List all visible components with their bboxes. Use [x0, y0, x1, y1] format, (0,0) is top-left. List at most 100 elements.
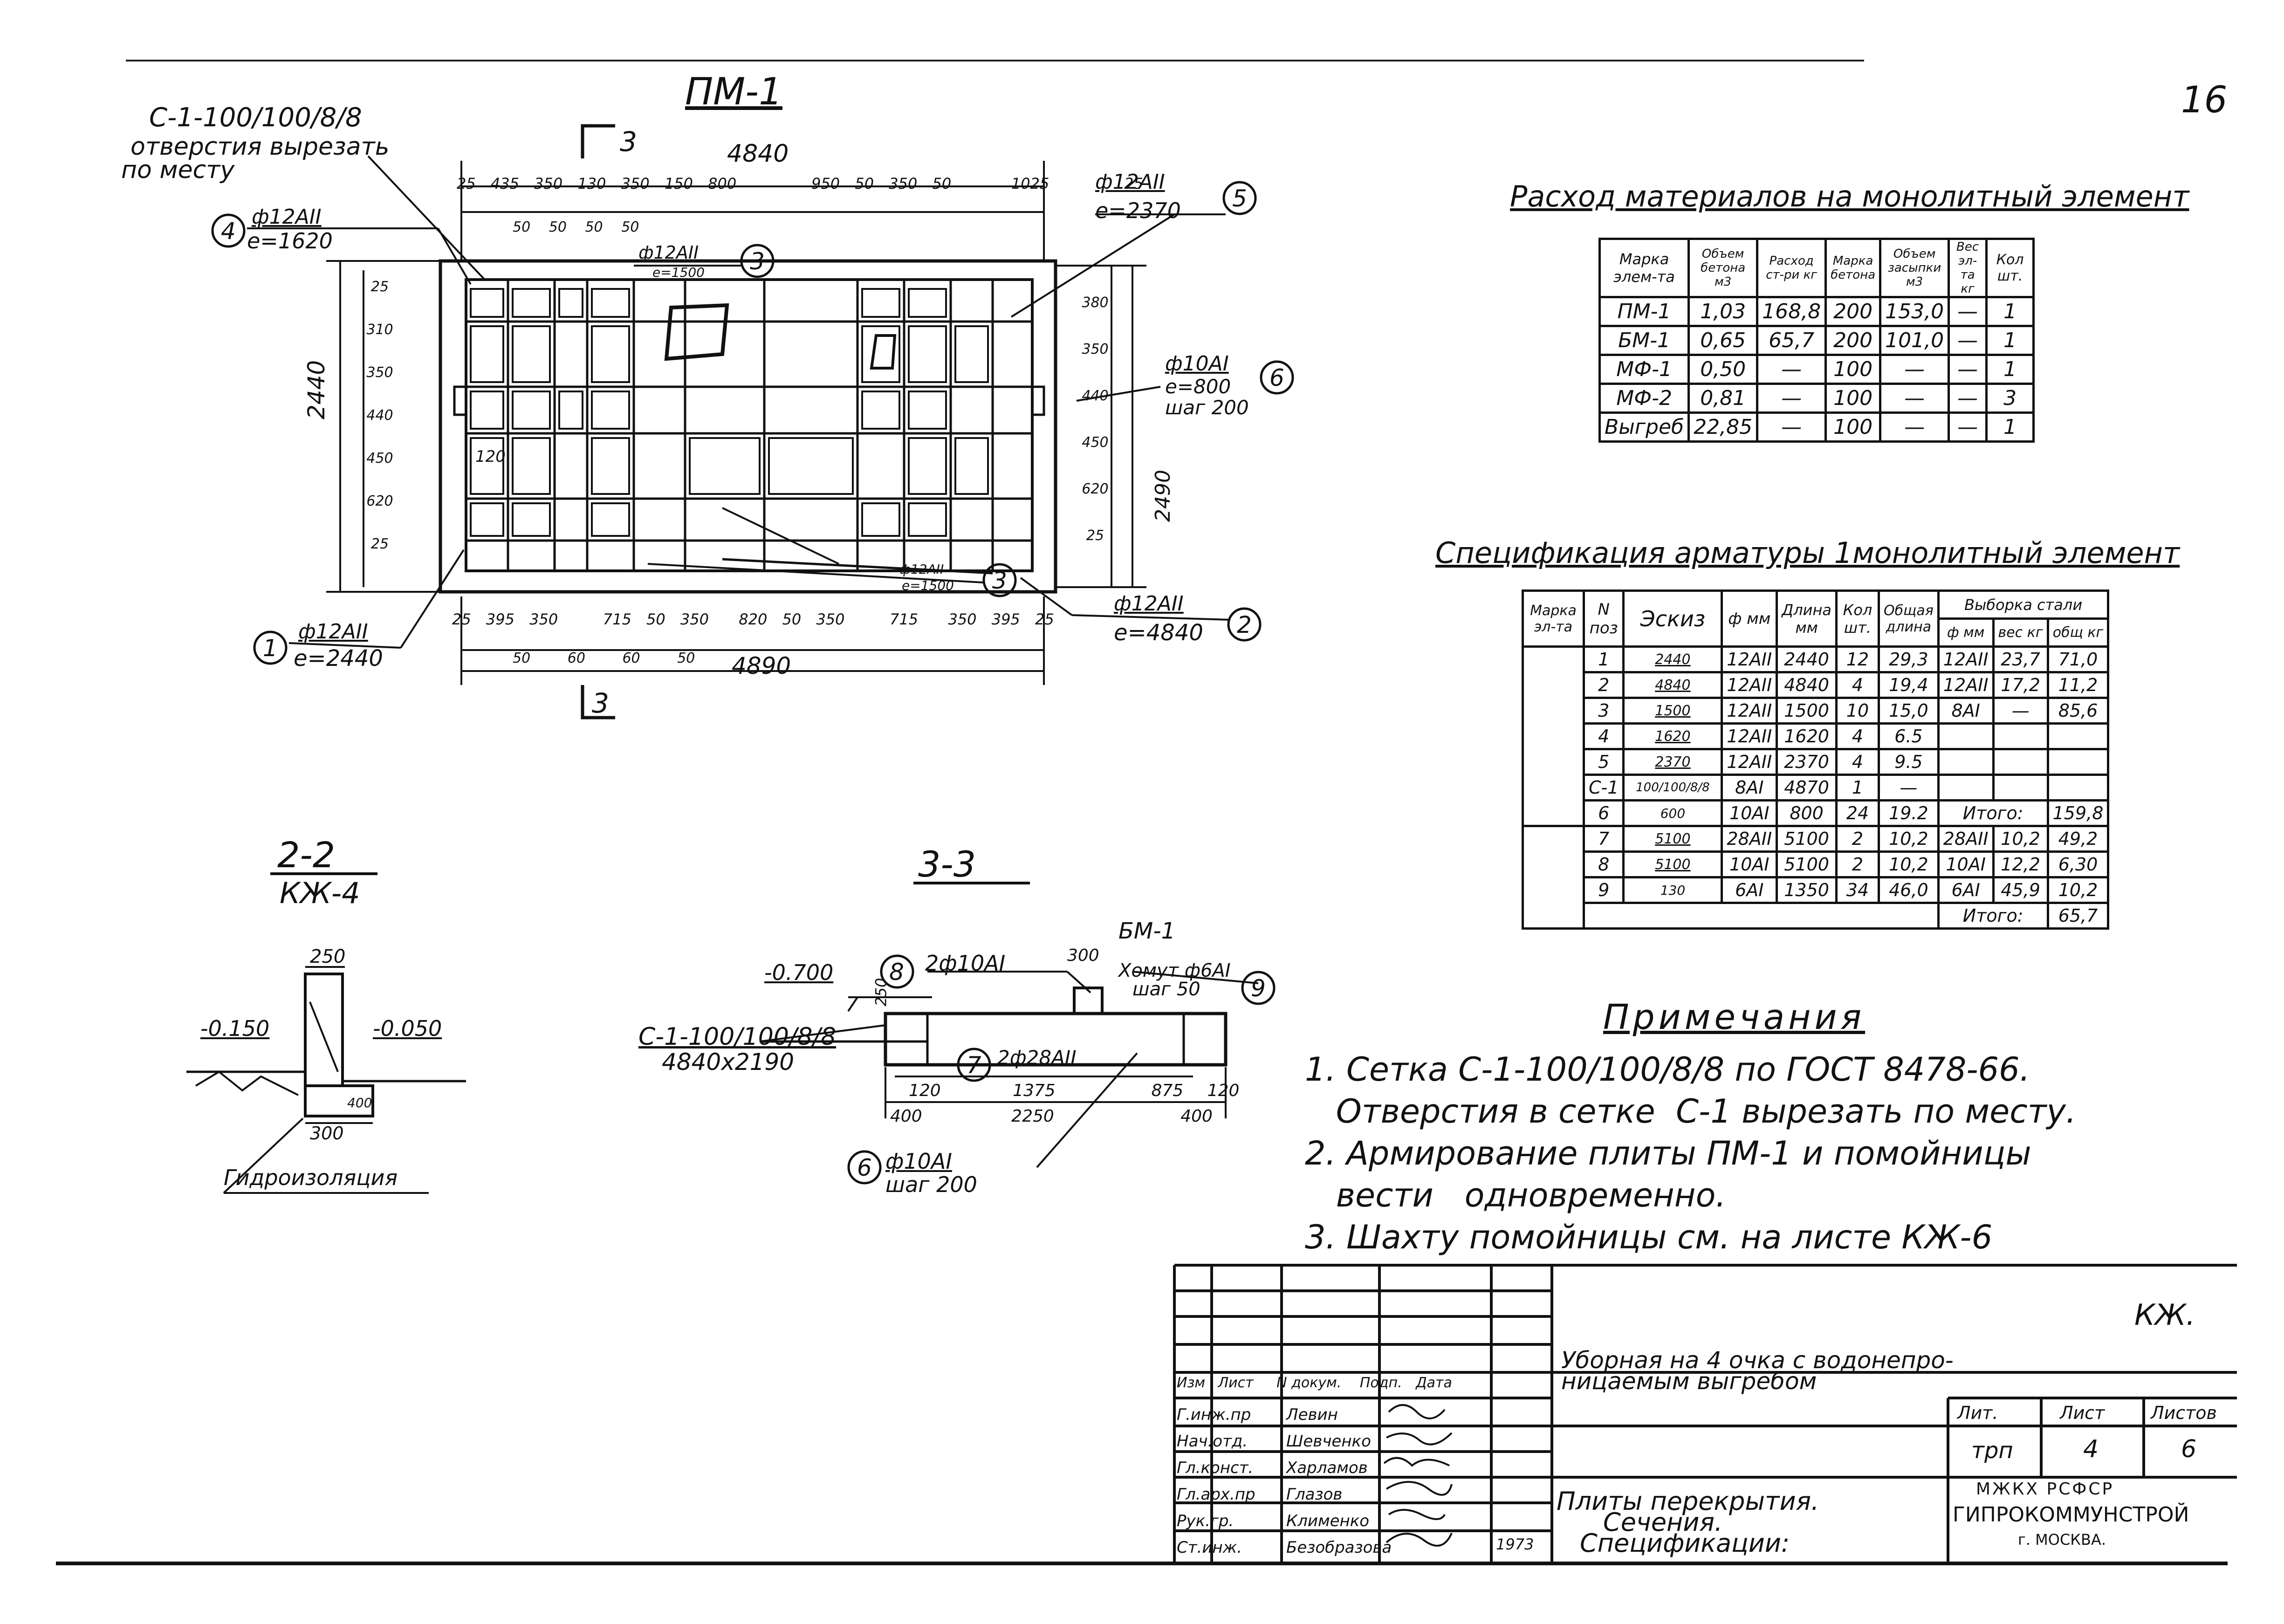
top-dim: 130	[577, 175, 606, 192]
cell: 10АI	[1721, 799, 1778, 827]
note-item: 1. Сетка С-1-100/100/8/8 по ГОСТ 8478-66…	[1305, 1050, 2030, 1089]
callout-6: 6	[857, 1154, 872, 1181]
header-cell: Кол шт.	[1985, 238, 2035, 298]
level-right: -0.050	[373, 1016, 442, 1041]
callout-number: 1	[263, 635, 278, 662]
cell: 1	[1985, 325, 2035, 356]
cell: 4840	[1622, 671, 1723, 699]
callout-number: 2	[1237, 611, 1252, 638]
cell	[1522, 825, 1585, 930]
cell: 34	[1835, 876, 1880, 904]
col-header: Лист	[1218, 1375, 1254, 1391]
cell: 4	[1835, 722, 1880, 750]
cell	[2046, 774, 2110, 802]
cell: 6	[1582, 799, 1625, 827]
person-name: Безобразова	[1286, 1538, 1392, 1557]
materials-header-row: Марка элем-та Объем бетона м3 Расход ст-…	[1598, 238, 2035, 298]
cell	[1992, 748, 2049, 776]
section-2-2-drawing	[186, 872, 466, 1194]
bottom-dim: 25	[1035, 610, 1054, 628]
top-dim: 435	[490, 175, 519, 192]
section-mark-top: 3	[620, 126, 637, 158]
materials-title: Расход материалов на монолитный элемент	[1510, 179, 2189, 213]
callout-8: 8	[889, 959, 904, 986]
role: Нач.отд.	[1177, 1432, 1248, 1451]
bottom-sub-dim: 50	[677, 650, 695, 666]
bottom-sub-dim: 60	[622, 650, 640, 666]
bottom-dim: 50	[782, 610, 802, 628]
cell: 0,50	[1687, 354, 1759, 385]
org-line-2: ГИПРОКОММУНСТРОЙ	[1953, 1503, 2189, 1527]
cell: 1350	[1776, 876, 1838, 904]
cell: —	[1992, 697, 2049, 725]
top-dims: 25 435 350 130 350 150 800 950 50 350 50…	[457, 175, 1143, 192]
bottom-dim: 350	[680, 610, 709, 628]
cell: —	[1879, 411, 1950, 443]
cell: 200	[1824, 296, 1882, 327]
section-3-3-drawing	[759, 882, 1276, 1185]
cell: 1	[1582, 645, 1625, 673]
header-cell: Общая длина	[1877, 589, 1940, 648]
cell: 1500	[1622, 697, 1723, 725]
header-cell: Марка элем-та	[1598, 238, 1690, 298]
callout-circles	[211, 181, 1294, 665]
section-3-3-title: 3-3	[918, 843, 976, 885]
bottom-dim: 395	[991, 610, 1020, 628]
dims-mid: 120 1375 875 120	[909, 1081, 1239, 1100]
opening	[664, 303, 729, 361]
cell: —	[1948, 296, 1988, 327]
right-dim: 25	[1086, 528, 1104, 544]
left-dim: 25	[370, 279, 389, 295]
mesh-size-3-3: 4840х2190	[662, 1048, 795, 1076]
cell: 130	[1622, 876, 1723, 904]
people-roles: Г.инж.пр Нач.отд. Гл.конст. Гл.арх.пр Ру…	[1177, 1402, 1255, 1561]
cell: 4870	[1776, 774, 1838, 802]
cell: 0,65	[1687, 325, 1759, 356]
cell: 65,7	[1756, 325, 1827, 356]
lit-value: трп	[1971, 1438, 2013, 1464]
subheader-cell: ф мм	[1937, 617, 1995, 648]
header-cell: Марка бетона	[1824, 238, 1882, 298]
cell: 65,7	[2046, 902, 2110, 930]
level-3-3: -0.700	[764, 960, 834, 985]
cell: МФ-2	[1598, 383, 1690, 414]
cell: 23,7	[1992, 645, 2049, 673]
top-sub-dim: 50	[513, 219, 531, 235]
callout-bar: ф12АII	[252, 205, 322, 229]
cell	[1937, 722, 1995, 750]
cell: 600	[1622, 799, 1723, 827]
cell: 2370	[1622, 748, 1723, 776]
cell: 1	[1985, 411, 2035, 443]
note-item: Отверстия в сетке С-1 вырезать по месту.	[1305, 1092, 2077, 1131]
notes-title: Примечания	[1603, 997, 1866, 1037]
cell: 1500	[1776, 697, 1838, 725]
top-sub-dim: 50	[585, 219, 603, 235]
callout-bar: ф12АII	[899, 562, 944, 577]
overall-bottom: 4890	[732, 652, 791, 679]
role: Гл.конст.	[1177, 1459, 1254, 1477]
cell: 12АII	[1721, 697, 1778, 725]
note-item: 3. Шахту помойницы см. на листе КЖ-6	[1305, 1218, 1993, 1256]
cell: 46,0	[1877, 876, 1940, 904]
col-header: Изм	[1177, 1375, 1206, 1391]
sheet-number: 16	[2181, 79, 2228, 121]
overall-top: 4840	[727, 140, 789, 168]
people-names: Левин Шевченко Харламов Глазов Клименко …	[1286, 1402, 1392, 1561]
bottom-dim: 715	[890, 610, 919, 628]
top-dim: 25	[457, 175, 476, 192]
bar-6-label: ф10АI	[885, 1149, 952, 1174]
signature-icon	[1383, 1457, 1450, 1467]
cell: 12АII	[1721, 645, 1778, 673]
mesh-label: С-1-100/100/8/8	[149, 103, 362, 133]
bottom-sub-dim: 50	[513, 650, 531, 666]
rebar-header-row: Марка эл-та N поз Эскиз ф мм Длина мм Ко…	[1522, 589, 2110, 648]
mesh-note-1: отверстия вырезать	[130, 133, 390, 161]
inner-dim-120: 120	[475, 447, 506, 466]
signature-icon	[1386, 1432, 1453, 1446]
